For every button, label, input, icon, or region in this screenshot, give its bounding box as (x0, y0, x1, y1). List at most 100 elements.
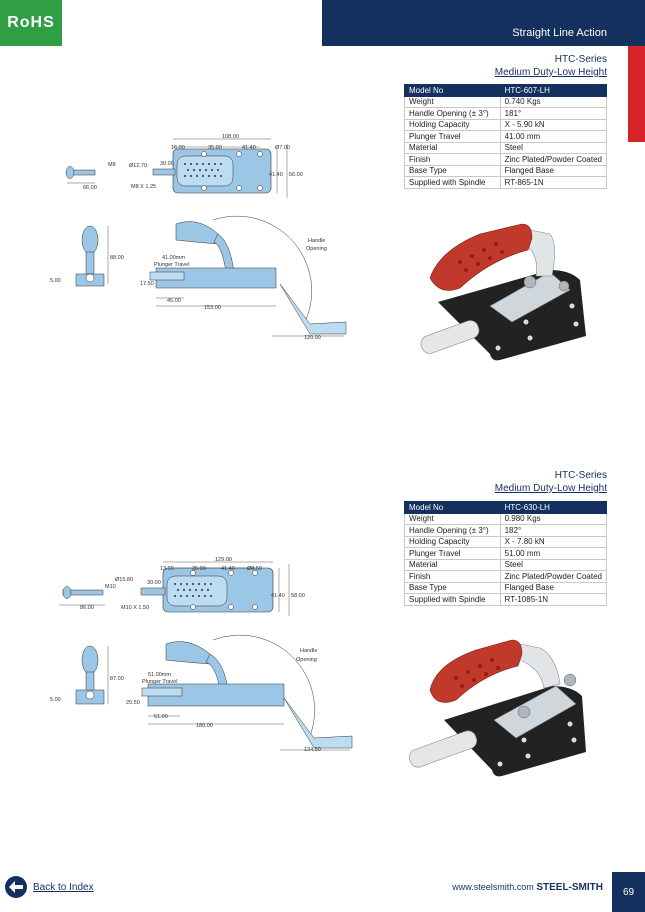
spec-label: Plunger Travel (404, 547, 501, 560)
brand-text: STEEL-SMITH (536, 882, 603, 893)
dim-label: 5.00 (50, 697, 61, 703)
spec-value: Flanged Base (499, 581, 608, 594)
dim-label: 66.00 (83, 185, 97, 191)
spec-label: Plunger Travel (404, 130, 501, 143)
series-name: HTC-Series (554, 54, 607, 65)
spec-value: RT-1085-1N (499, 593, 608, 606)
top-view-drawing: 129.00 13.00 35.00 41.40 Ø8.50 M10 Ø15.8… (59, 557, 305, 616)
side-view-drawing: 87.00 5.00 51.00mm Plunger Travel Handle… (50, 634, 353, 753)
dim-label: 17.50 (140, 281, 154, 287)
dim-label: 88.00 (110, 255, 124, 261)
spec-value: Flanged Base (499, 164, 608, 177)
dim-label: 58.00 (291, 593, 305, 599)
back-link-label[interactable]: Back to Index (33, 881, 94, 893)
dim-label: 153.00 (204, 305, 221, 311)
dim-label: Ø8.50 (247, 566, 262, 572)
dim-label: Opening (296, 657, 317, 663)
dim-label: 13.00 (160, 566, 174, 572)
back-arrow-icon[interactable] (5, 876, 27, 898)
spec-label: Material (404, 558, 501, 571)
footer-brand: www.steelsmith.com STEEL-SMITH (452, 882, 603, 893)
dim-label: Plunger Travel (154, 262, 189, 268)
dim-label: Opening (306, 246, 327, 252)
product-2-heading: HTC-Series Medium Duty-Low Height (495, 469, 607, 495)
header-band (322, 0, 645, 46)
spec-value: 181° (499, 107, 608, 120)
back-to-index-link[interactable]: Back to Index (5, 876, 94, 898)
dim-label: 30.00 (147, 580, 161, 586)
spec-label: Handle Opening (± 3°) (404, 524, 501, 537)
table-row: Handle Opening (± 3°)181° (404, 107, 608, 120)
dim-label: 41.40 (242, 145, 256, 151)
spec-value: RT-865-1N (499, 176, 608, 189)
dim-label: 41.40 (221, 566, 235, 572)
spec-value: Zinc Plated/Powder Coated (499, 153, 608, 166)
dim-label: 120.00 (304, 335, 321, 341)
dim-label: 5.00 (50, 278, 61, 284)
spec-label: Supplied with Spindle (404, 176, 501, 189)
spec-value: 41.00 mm (499, 130, 608, 143)
spec-label: Supplied with Spindle (404, 593, 501, 606)
dim-label: 56.00 (289, 172, 303, 178)
dim-label: 41.40 (269, 172, 283, 178)
dim-label: 41.40 (271, 593, 285, 599)
spec-value: HTC-630-LH (499, 501, 608, 514)
spec-value: 51.00 mm (499, 547, 608, 560)
dim-label: M8 (108, 162, 116, 168)
dim-label: 35.00 (192, 566, 206, 572)
dim-label: 180.00 (196, 723, 213, 729)
spec-value: X - 5.90 kN (499, 118, 608, 131)
rohs-logo: RoHS (0, 0, 62, 46)
dim-label: 30.00 (160, 161, 174, 167)
spec-value: HTC-607-LH (499, 84, 608, 97)
spec-label: Model No (404, 501, 501, 514)
spec-label: Handle Opening (± 3°) (404, 107, 501, 120)
spec-label: Base Type (404, 164, 501, 177)
dim-label: M8 X 1.25 (131, 184, 156, 190)
product-photo (408, 639, 586, 777)
series-subtitle: Medium Duty-Low Height (494, 483, 607, 494)
dim-label: 86.00 (80, 605, 94, 611)
dim-label: Handle (308, 238, 325, 244)
dim-label: 129.00 (215, 557, 232, 563)
page-title: Straight Line Action (512, 27, 607, 39)
dim-label: Plunger Travel (142, 679, 177, 685)
section-tab (628, 46, 645, 142)
spec-value: Steel (499, 558, 608, 571)
series-name: HTC-Series (554, 470, 607, 481)
top-view-drawing: 108.00 16.00 35.00 41.40 Ø7.00 M8 Ø12.70… (65, 134, 303, 198)
dim-label: 51.00mm (148, 672, 171, 678)
spec-value: 0.980 Kgs (499, 512, 608, 525)
spec-value: X - 7.80 kN (499, 535, 608, 548)
dim-label: 134.50 (304, 747, 321, 753)
spec-value: 0.740 Kgs (499, 95, 608, 108)
dim-label: Ø12.70 (129, 163, 147, 169)
spec-label: Holding Capacity (404, 535, 501, 548)
product-1-heading: HTC-Series Medium Duty-Low Height (495, 53, 607, 79)
dim-label: 41.00mm (162, 255, 185, 261)
spec-label: Material (404, 141, 501, 154)
dim-label: 87.00 (110, 676, 124, 682)
spec-value: 182° (499, 524, 608, 537)
dim-label: 16.00 (171, 145, 185, 151)
spec-label: Model No (404, 84, 501, 97)
spec-label: Holding Capacity (404, 118, 501, 131)
dim-label: M10 X 1.50 (121, 605, 149, 611)
dim-label: 108.00 (222, 134, 239, 140)
table-row: Handle Opening (± 3°)182° (404, 524, 608, 537)
